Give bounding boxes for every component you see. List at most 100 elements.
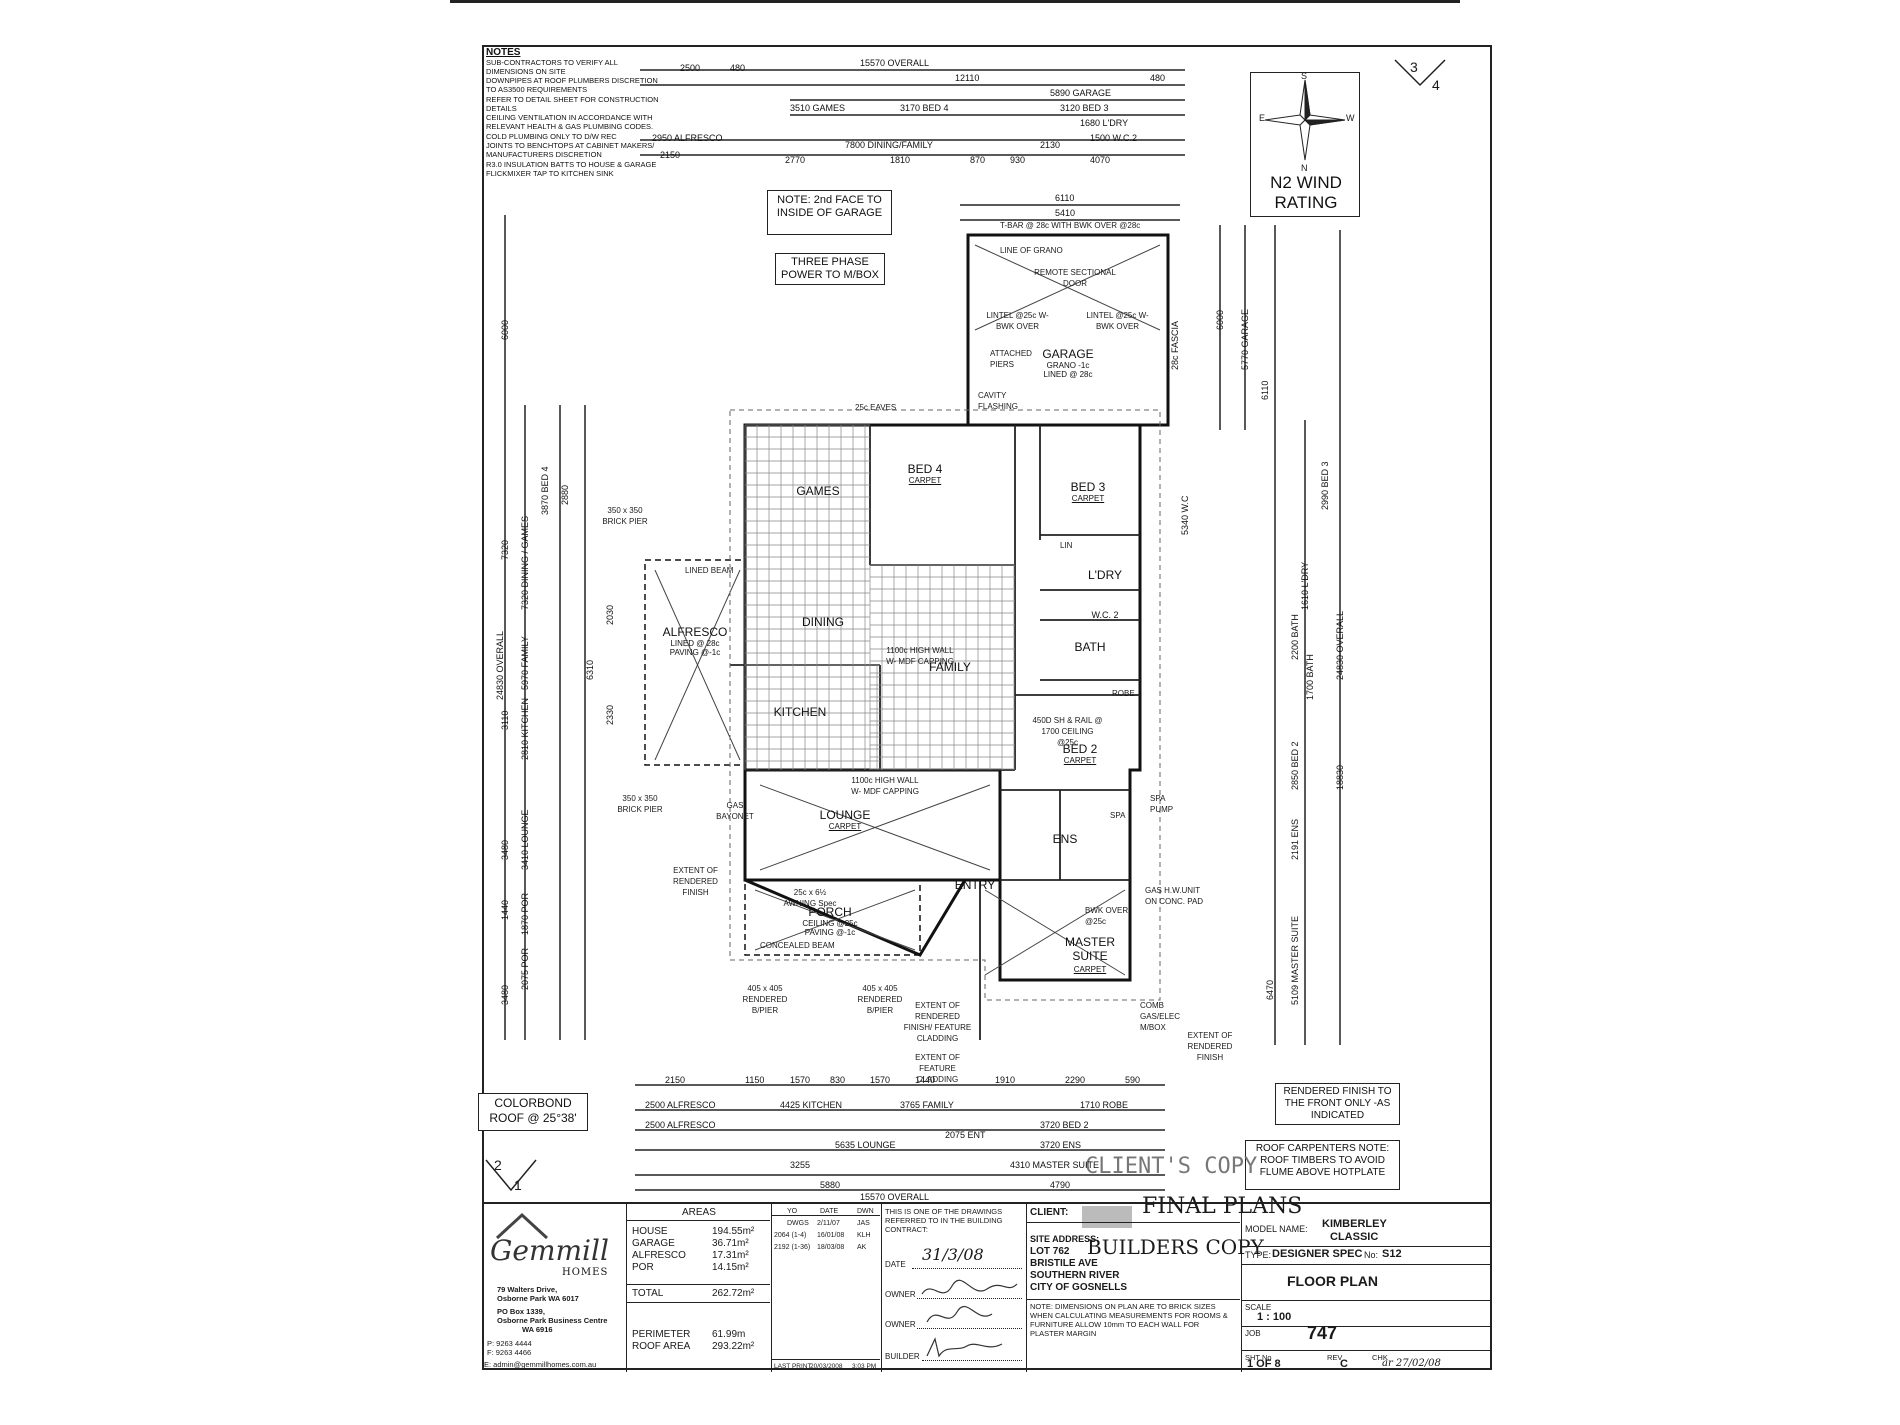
dim-top: 2770 <box>785 155 806 165</box>
roof-carpenters-box: ROOF CARPENTERS NOTE: ROOF TIMBERS TO AV… <box>1245 1140 1400 1190</box>
label-brick-pier-top: 350 x 350 BRICK PIER <box>602 506 648 526</box>
room-alfresco-paving: PAVING @-1c <box>669 648 721 657</box>
site-line-1: LOT 762 <box>1030 1246 1070 1257</box>
dim-top: 930 <box>1010 155 1026 165</box>
job-value: 747 <box>1307 1323 1338 1343</box>
room-alfresco-lined: LINED @ 28c <box>670 639 720 648</box>
dim-top: 3510 GAMES <box>790 103 846 113</box>
room-bed2-floor: CARPET <box>1063 756 1097 765</box>
sheet-label: SHT No <box>1245 1353 1272 1362</box>
rev-header: YO <box>787 1208 798 1215</box>
dim-left: 2880 <box>560 484 570 505</box>
dim-left: 3480 <box>500 839 510 860</box>
label-high-wall: 1100c HIGH WALL W- MDF CAPPING <box>851 776 919 796</box>
dim-bottom: 3720 BED 2 <box>1040 1120 1089 1130</box>
room-master-floor: CARPET <box>1073 965 1107 974</box>
compass-w: W <box>1346 113 1355 123</box>
dim-left: 7320 <box>500 539 510 560</box>
job-label: JOB <box>1245 1329 1261 1338</box>
dim-top: 5410 <box>1055 208 1076 218</box>
north-arrow-icon <box>1264 79 1346 161</box>
room-dining: DINING <box>802 615 844 629</box>
area-name: POR <box>632 1262 654 1273</box>
label-extent-rendered-right: EXTENT OF RENDERED FINISH <box>1187 1031 1233 1062</box>
label-awning: 25c x 6½ AWNING Spec <box>783 888 837 908</box>
label-bwk-over: BWK OVER @25c <box>1085 906 1129 926</box>
type-value: DESIGNER SPEC <box>1272 1248 1363 1260</box>
dim-right: 5109 MASTER SUITE <box>1290 915 1300 1005</box>
room-family: FAMILY <box>929 660 971 674</box>
dim-bottom: 5880 <box>820 1180 841 1190</box>
areas-cell: AREAS HOUSE 194.55m² GARAGE 36.71m² ALFR… <box>627 1204 772 1372</box>
dim-bottom: 5635 LOUNGE <box>835 1140 896 1150</box>
sheet-ref-bottom-a: 2 <box>494 1157 502 1173</box>
signatures-image <box>921 1279 1018 1358</box>
label-remote-door: REMOTE SECTIONAL DOOR <box>1034 268 1116 288</box>
label-tbar: T-BAR @ 28c WITH BWK OVER @28c <box>1000 221 1141 230</box>
roof-area-value: 293.22m² <box>712 1341 755 1352</box>
label-lintel-right: LINTEL @25c W- BWK OVER <box>1086 311 1149 331</box>
room-bed3-label: BED 3 <box>1070 480 1106 494</box>
rev-header: DWN <box>857 1208 874 1215</box>
company-po-1: PO Box 1339, <box>497 1307 545 1316</box>
company-fax: F: 9263 4466 <box>487 1348 532 1357</box>
dim-top: 1810 <box>890 155 911 165</box>
room-bed4-floor: CARPET <box>908 476 942 485</box>
drawing-frame <box>482 45 1492 1370</box>
note-item: COLD PLUMBING ONLY TO D/W REC <box>486 131 617 141</box>
dim-bottom: 1570 <box>790 1075 811 1085</box>
label-comb-gas: COMB GAS/ELEC M/BOX <box>1140 1001 1181 1032</box>
dim-bottom: 3720 ENS <box>1040 1140 1082 1150</box>
label-attached-piers: ATTACHED PIERS <box>990 349 1032 369</box>
room-lounge-floor: CARPET <box>828 822 862 831</box>
dim-bottom: 1570 <box>870 1075 891 1085</box>
room-bed4-label: BED 4 <box>907 462 943 476</box>
date-label: DATE <box>885 1260 906 1269</box>
dim-top: 2150 <box>660 150 681 160</box>
note-item: REFER TO DETAIL SHEET FOR CONSTRUCTION D… <box>486 94 659 113</box>
company-address-2: Osborne Park WA 6017 <box>497 1294 579 1303</box>
dim-bottom: 4790 <box>1050 1180 1071 1190</box>
dim-top: 2130 <box>1040 140 1061 150</box>
rev-cell: JAS <box>857 1220 870 1227</box>
dim-right: 2990 BED 3 <box>1320 461 1330 510</box>
dim-left: 1870 POR <box>520 892 530 935</box>
sheet-ref-top-a: 3 <box>1410 59 1418 75</box>
drawing-info-cell: MODEL NAME: KIMBERLEY CLASSIC TYPE: DESI… <box>1242 1204 1490 1372</box>
label-sh-rail: 450D SH & RAIL @ 1700 CEILING @25c <box>1032 716 1103 747</box>
site-address-label: SITE ADDRESS: <box>1030 1234 1100 1244</box>
last-print-time: 3:03 PM <box>852 1363 877 1370</box>
dim-right: 2200 BATH <box>1290 614 1300 660</box>
room-porch-paving: PAVING @-1c <box>804 928 856 937</box>
dim-left: 3410 LOUNGE <box>520 809 530 870</box>
scale-label: SCALE <box>1245 1303 1272 1312</box>
dim-left: 2030 <box>605 604 615 625</box>
no-label: No: <box>1364 1250 1379 1260</box>
dim-bottom: 3255 <box>790 1160 811 1170</box>
north-wind-box: S E W N N2 WIND RATING <box>1250 71 1360 217</box>
dim-bottom: 1150 <box>745 1075 765 1085</box>
site-line-3: SOUTHERN RIVER <box>1030 1270 1120 1281</box>
perimeter-value: 61.99m <box>712 1329 746 1340</box>
dim-bottom: 4310 MASTER SUITE <box>1010 1160 1100 1170</box>
date-value: 31/3/08 <box>922 1245 984 1264</box>
dim-bottom: 590 <box>1125 1075 1141 1085</box>
scale-value: 1 : 100 <box>1257 1311 1292 1323</box>
dim-bottom: 1710 ROBE <box>1080 1100 1129 1110</box>
dim-bottom: 15570 OVERALL <box>860 1192 930 1202</box>
rev-header: DATE <box>820 1208 839 1215</box>
dim-right: 2191 ENS <box>1290 818 1300 860</box>
dim-left: 6310 <box>585 659 595 680</box>
dim-top: 480 <box>730 63 746 73</box>
dim-top: 12110 <box>955 73 980 83</box>
top-edge-line <box>450 0 1460 3</box>
dim-right: 6110 <box>1260 380 1270 400</box>
room-garage-lined: LINED @ 28c <box>1043 370 1093 379</box>
room-garage-floor: GRANO -1c <box>1046 361 1090 370</box>
revisions-cell: YO DATE DWN DWGS 2/11/07 JAS 2064 (1-4) … <box>772 1204 882 1372</box>
dim-bottom: 830 <box>830 1075 846 1085</box>
drawing-title: FLOOR PLAN <box>1287 1273 1378 1289</box>
